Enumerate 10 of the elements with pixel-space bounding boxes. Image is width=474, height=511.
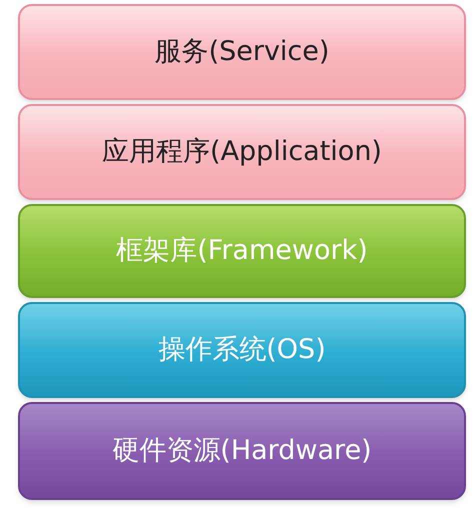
layer-box bbox=[18, 302, 466, 398]
layer-label: 应用程序(Application) bbox=[102, 134, 382, 169]
layer-box bbox=[18, 104, 466, 200]
layer-box bbox=[18, 402, 466, 500]
layer-label: 硬件资源(Hardware) bbox=[112, 434, 372, 468]
layer-box bbox=[18, 4, 466, 100]
layer-box bbox=[18, 204, 466, 298]
layer-label: 操作系统(OS) bbox=[158, 332, 326, 367]
layer-label: 服务(Service) bbox=[154, 34, 330, 69]
layer-label: 框架库(Framework) bbox=[116, 234, 368, 268]
